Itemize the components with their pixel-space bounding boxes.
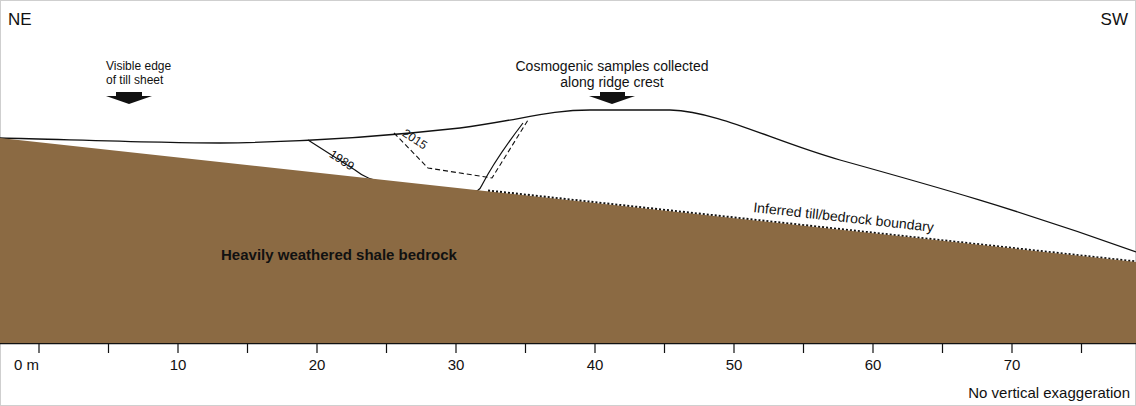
axis-label: 10 [170,356,187,373]
axis-tick [1011,344,1012,353]
axis-tick [455,344,456,353]
axis-tick [594,344,595,353]
axis-tick [803,344,804,353]
axis-tick [177,344,178,353]
axis-tick [664,344,665,353]
axis-tick [733,344,734,353]
axis-tick [525,344,526,353]
bedrock-fill [0,130,1136,343]
axis-tick [386,344,387,353]
axis-label: 40 [587,356,604,373]
axis-label: 20 [309,356,326,373]
axis-tick [1081,344,1082,353]
direction-label: NE [8,10,32,30]
axis-label: 60 [865,356,882,373]
axis-tick [38,344,39,353]
axis-line [0,343,1136,344]
bedrock-region: Heavily weathered shale bedrock [0,130,1136,343]
axis-label: 30 [448,356,465,373]
axis-tick [872,344,873,353]
pointer-arrow [106,92,152,104]
year-label: 2015 [399,127,429,153]
direction-label: SW [1101,10,1128,30]
axis-label: 50 [726,356,743,373]
axis-label: 70 [1004,356,1021,373]
note: No vertical exaggeration [968,384,1130,401]
annotation: Cosmogenic samples collected along ridge… [497,58,727,90]
axis-tick [316,344,317,353]
annotation: Visible edge of till sheet [106,60,176,88]
axis-ticks [39,344,1082,353]
axis-tick [247,344,248,353]
axis-tick [108,344,109,353]
axis-label: 0 m [14,356,39,373]
axis-tick [942,344,943,353]
failure-surface-2015 [394,120,528,178]
pointer-arrow [589,92,635,104]
year-label: 1989 [326,148,356,174]
region-label: Heavily weathered shale bedrock [221,246,457,263]
